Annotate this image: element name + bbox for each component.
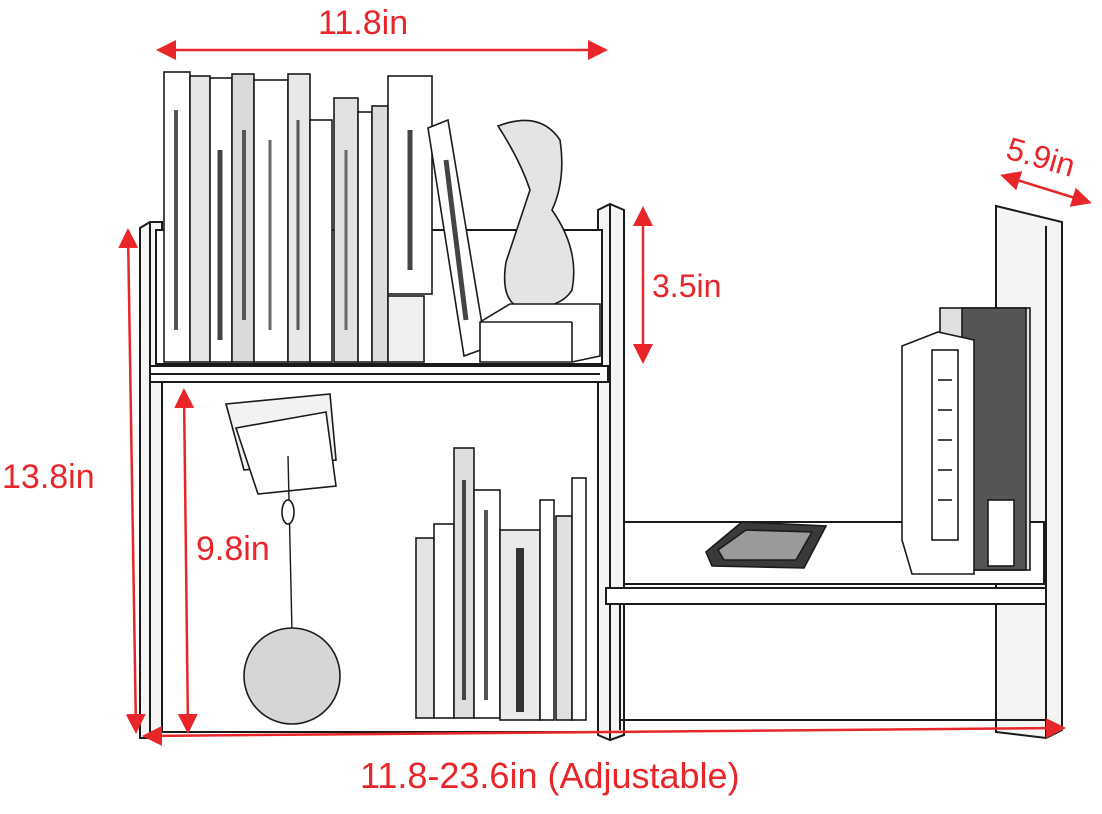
- top-width-label: 11.8in: [318, 4, 409, 42]
- depth-arrow: [1000, 171, 1092, 207]
- bottom-width-label: 11.8-23.6in (Adjustable): [360, 755, 740, 796]
- photo-holder: [224, 393, 341, 725]
- total-height-arrow: [118, 228, 146, 734]
- file-holder: [901, 307, 1031, 575]
- total-height-label: 13.8in: [2, 458, 95, 496]
- wooden-box: [479, 303, 601, 363]
- vase: [496, 119, 575, 309]
- bottom-width-arrow: [142, 718, 1066, 746]
- inner-height-arrow: [174, 388, 198, 734]
- top-shelf-books: [163, 71, 487, 363]
- shelf-height-label: 3.5in: [652, 268, 722, 304]
- tablet: [705, 521, 828, 569]
- dimension-arrows: [118, 40, 1092, 746]
- bottom-shelf-books: [415, 447, 587, 721]
- inner-height-label: 9.8in: [196, 530, 270, 568]
